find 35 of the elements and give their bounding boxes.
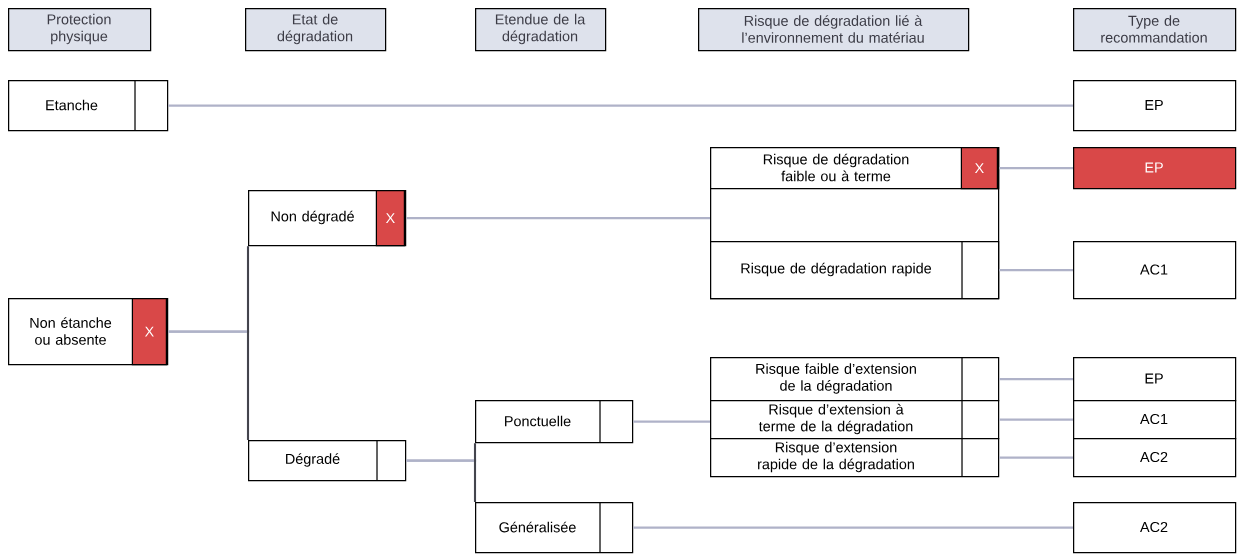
column-header: Protection physique [8,8,152,52]
recommendation-box: EP [1073,357,1237,402]
x-mark: X [960,147,998,190]
recommendation-box: AC1 [1073,241,1237,300]
connector-line [999,456,1073,459]
option-box: Risque d’extension rapide de la dégradation [710,437,1000,478]
connector-line [406,217,710,220]
option-box: Non dégradé X [248,190,407,247]
option-box: Non étanche ou absente X [8,298,169,366]
connector-line [999,269,1073,272]
recommendation-box: EP [1073,80,1237,132]
x-mark: X [131,298,167,366]
recommendation-box: AC1 [1073,400,1237,440]
option-box: Ponctuelle [475,399,634,444]
connector-line [168,104,1073,107]
recommendation-box: AC2 [1073,438,1237,478]
column-header: Risque de dégradation lié à l’environnement du matériau [698,8,970,52]
option-box: Dégradé [248,439,407,482]
column-header: Etat de dégradation [245,8,387,52]
connector-line [633,420,710,423]
connector-line [633,526,1073,529]
recommendation-box: AC2 [1073,502,1237,554]
column-header: Type de recommandation [1073,8,1237,52]
column-header: Etendue de la dégradation [475,8,607,52]
connector-line [999,418,1073,421]
option-box: Risque de dégradation rapide [710,240,1000,300]
option-box: Risque faible d’extension de la dégradation [710,356,1000,402]
option-box: Généralisée [475,501,634,554]
recommendation-box: EP [1073,147,1237,190]
connector-line [999,167,1073,170]
option-box: Risque d’extension à terme de la dégradation [710,399,1000,440]
connector-line [999,378,1073,381]
option-box: Risque de dégradation faible ou à terme X [710,147,1000,190]
x-mark: X [375,190,405,247]
option-box: Etanche [8,79,169,132]
